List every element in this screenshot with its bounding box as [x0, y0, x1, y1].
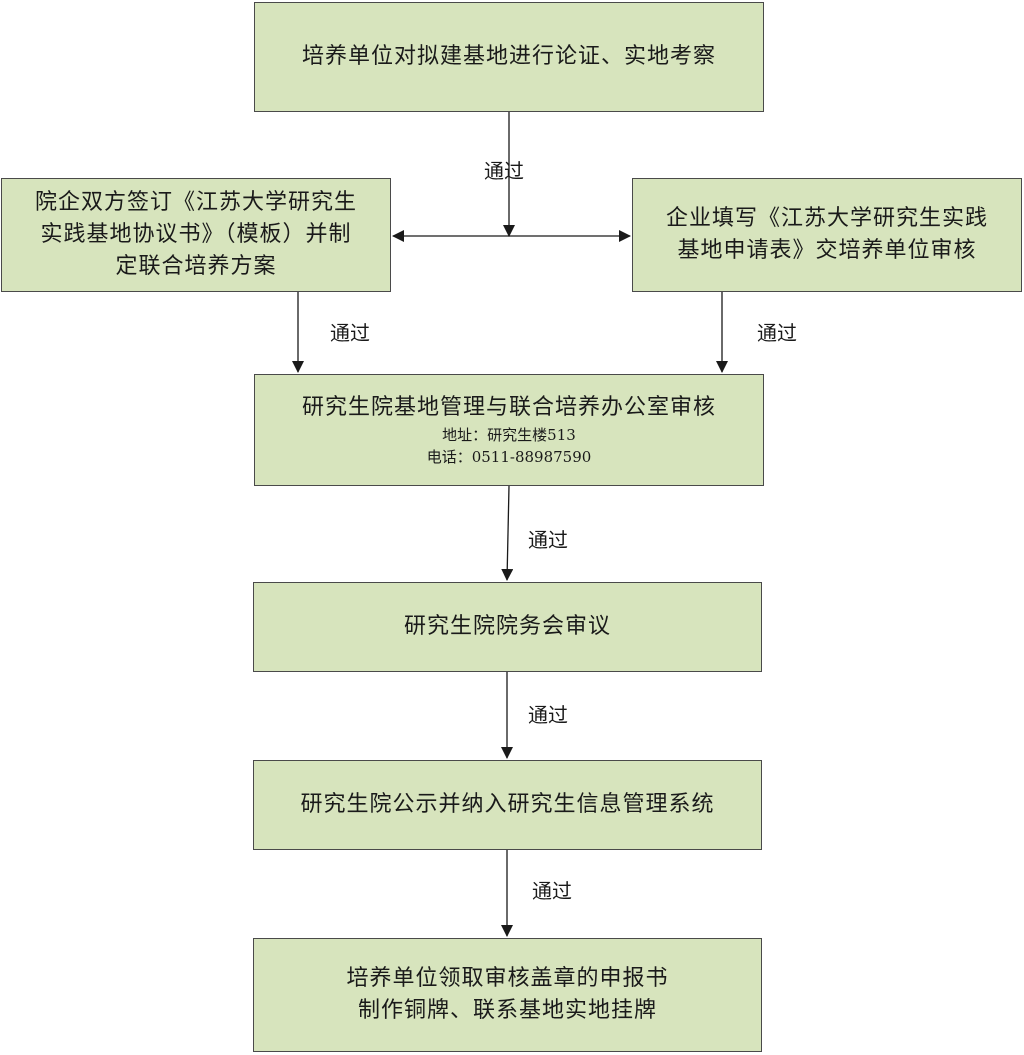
step-publicity-box: 研究生院公示并纳入研究生信息管理系统	[253, 760, 762, 850]
step-plaque-line-1: 培养单位领取审核盖章的申报书	[346, 966, 669, 991]
step-application-box: 企业填写《江苏大学研究生实践 基地申请表》交培养单位审核	[632, 178, 1022, 292]
step-agreement-line-1: 院企双方签订《江苏大学研究生	[34, 190, 357, 215]
step-plaque-box: 培养单位领取审核盖章的申报书 制作铜牌、联系基地实地挂牌	[253, 938, 762, 1052]
step-agreement-line-2: 实践基地协议书》（模板）并制	[40, 222, 352, 247]
pass-label-right: 通过	[757, 321, 797, 345]
step-application-line-1: 企业填写《江苏大学研究生实践	[665, 206, 988, 231]
step-demonstration-text: 培养单位对拟建基地进行论证、实地考察	[301, 44, 716, 69]
step-council-review-box: 研究生院院务会审议	[253, 582, 762, 672]
step-office-review-phone: 电话：0511-88987590	[426, 448, 592, 466]
step-office-review-address: 地址：研究生楼513	[442, 426, 576, 444]
pass-label-left: 通过	[330, 321, 370, 345]
pass-label-top: 通过	[484, 159, 524, 183]
step-plaque-line-2: 制作铜牌、联系基地实地挂牌	[357, 998, 657, 1023]
step-demonstration-box: 培养单位对拟建基地进行论证、实地考察	[254, 2, 764, 112]
pass-label-publicity: 通过	[532, 879, 572, 903]
step-agreement-line-3: 定联合培养方案	[115, 254, 277, 279]
step-publicity-text: 研究生院公示并纳入研究生信息管理系统	[300, 792, 715, 817]
step-agreement-box: 院企双方签订《江苏大学研究生 实践基地协议书》（模板）并制 定联合培养方案	[1, 178, 391, 292]
step-application-line-2: 基地申请表》交培养单位审核	[677, 238, 977, 263]
arrow-office-to-council	[501, 485, 514, 581]
pass-label-office: 通过	[528, 528, 568, 552]
step-office-review-box: 研究生院基地管理与联合培养办公室审核 地址：研究生楼513 电话：0511-88…	[254, 374, 764, 486]
pass-label-council: 通过	[528, 703, 568, 727]
step-office-review-title: 研究生院基地管理与联合培养办公室审核	[301, 395, 716, 420]
step-council-review-text: 研究生院院务会审议	[403, 614, 611, 639]
